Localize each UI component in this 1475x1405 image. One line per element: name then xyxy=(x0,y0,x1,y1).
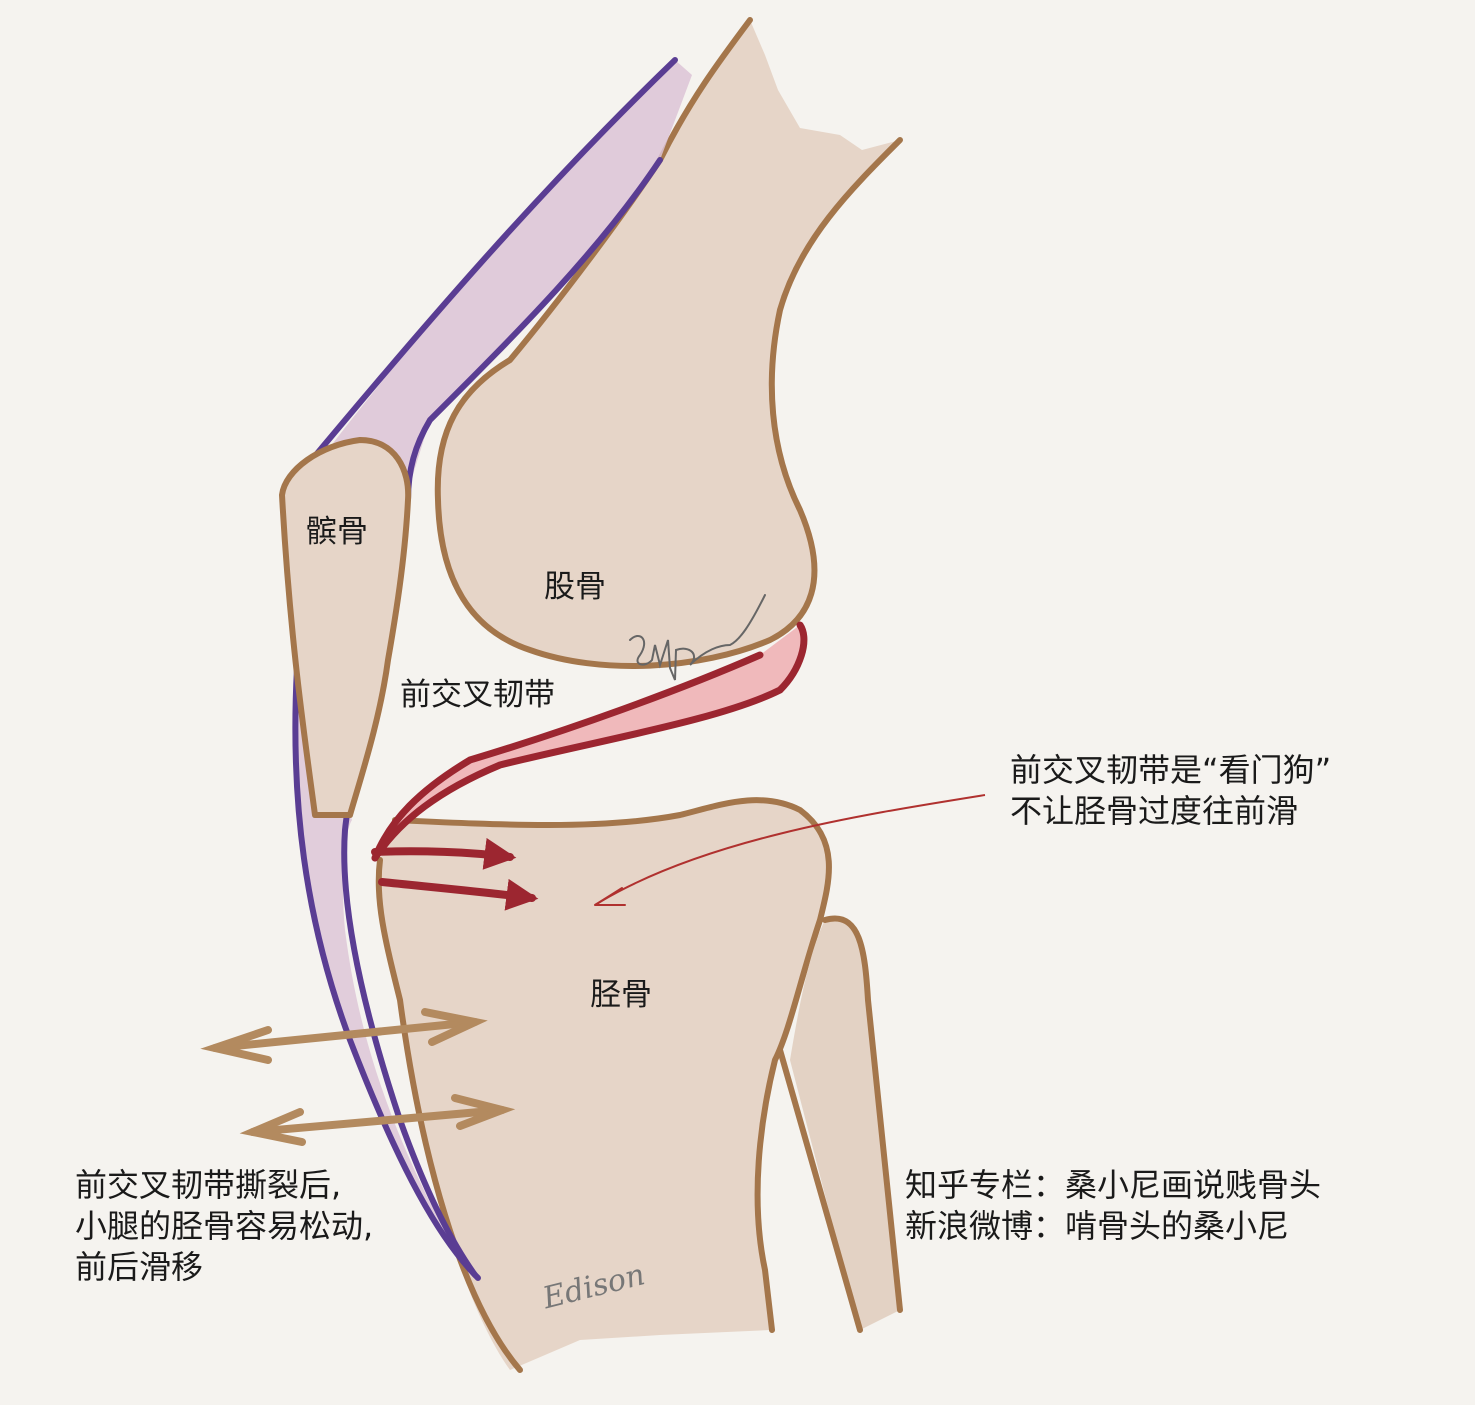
acl-force-arrows xyxy=(371,837,539,911)
patella-bone xyxy=(279,437,412,818)
caption-line: 前交叉韧带撕裂后, xyxy=(75,1166,342,1204)
acl-tear-caption: 前交叉韧带撕裂后, 小腿的胫骨容易松动, 前后滑移 xyxy=(75,1165,373,1288)
callout-pointer xyxy=(594,794,986,906)
artist-signature-scribble xyxy=(629,594,766,681)
callout-line: 不让胫骨过度往前滑 xyxy=(1010,792,1299,830)
author-credits: 知乎专栏：桑小尼画说贱骨头 新浪微博：啃骨头的桑小尼 xyxy=(905,1165,1321,1247)
movement-arrows xyxy=(200,1008,516,1146)
acl-ligament xyxy=(371,621,808,862)
acl-label: 前交叉韧带 xyxy=(400,677,555,713)
callout-line: 前交叉韧带是“看门狗” xyxy=(1010,751,1332,789)
double-arrow xyxy=(200,1008,488,1064)
femur-label: 股骨 xyxy=(544,569,606,605)
force-arrow xyxy=(371,837,517,870)
credit-line: 新浪微博：啃骨头的桑小尼 xyxy=(905,1207,1290,1245)
caption-line: 小腿的胫骨容易松动, xyxy=(75,1207,374,1245)
patella-label: 髌骨 xyxy=(306,514,368,550)
fibula-bone xyxy=(777,915,903,1333)
quadriceps-tendon xyxy=(302,57,692,503)
acl-callout: 前交叉韧带是“看门狗” 不让胫骨过度往前滑 xyxy=(1010,750,1331,832)
caption-line: 前后滑移 xyxy=(75,1248,204,1286)
double-arrow xyxy=(239,1094,516,1146)
tibia-bone xyxy=(375,797,832,1373)
force-arrow xyxy=(378,878,539,911)
tibia-label: 胫骨 xyxy=(590,977,652,1013)
credit-line: 知乎专栏：桑小尼画说贱骨头 xyxy=(905,1166,1322,1204)
